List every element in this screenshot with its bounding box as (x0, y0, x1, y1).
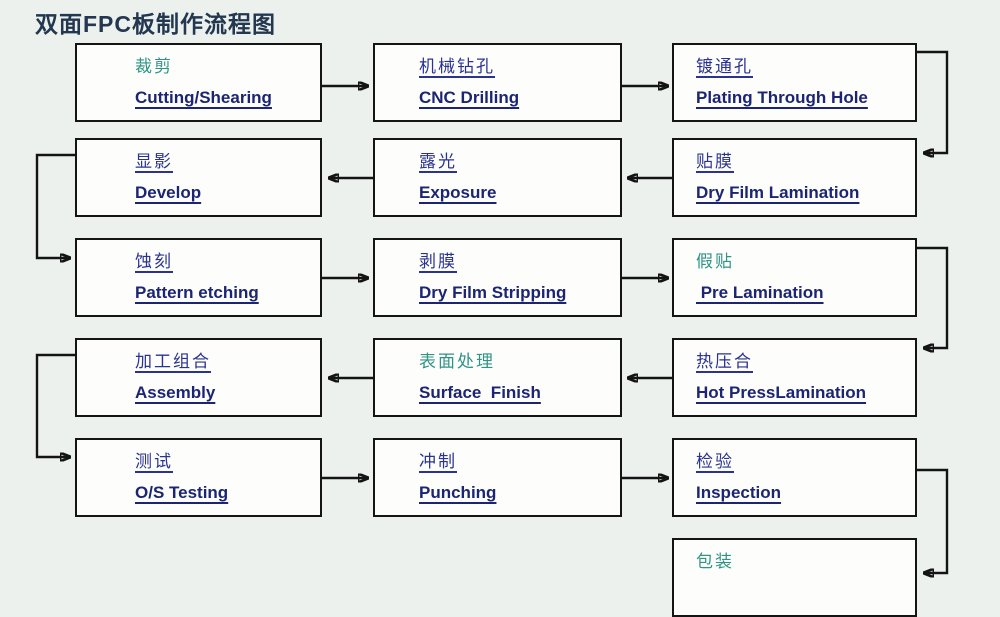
flowchart-canvas: 双面FPC板制作流程图 裁剪 Cutting/Shearing 机械钻孔 CNC… (35, 11, 949, 617)
page-title: 双面FPC板制作流程图 (35, 11, 276, 37)
flow-box-en-label: Surface Finish (419, 383, 541, 402)
flow-box-en-label: Pattern etching (135, 283, 259, 302)
flow-box-cutting: 裁剪 Cutting/Shearing (75, 43, 322, 122)
flow-box-en-label: Assembly (135, 383, 216, 402)
flow-box-en-label: Punching (419, 483, 497, 502)
flow-box-en-label: Inspection (696, 483, 782, 502)
flow-box-en-label: Dry Film Lamination (696, 183, 860, 202)
flow-box-en-label: Plating Through Hole (696, 88, 868, 107)
arrow-assembly-to-os-testing (35, 353, 75, 457)
flow-box-cn-label: 显影 (135, 152, 173, 171)
flow-box-cn-label: 贴膜 (696, 152, 734, 171)
flow-box-cn-label: 加工组合 (135, 352, 211, 371)
flow-box-cn-label: 包装 (696, 552, 734, 571)
flow-box-cn-label: 热压合 (696, 352, 753, 371)
flow-box-en-label: Pre Lamination (696, 283, 824, 302)
flow-box-cn-label: 机械钻孔 (419, 57, 495, 76)
flow-box-punching: 冲制 Punching (373, 438, 622, 517)
flow-box-hot-press-lamination: 热压合 Hot PressLamination (672, 338, 917, 417)
flow-box-cnc-drilling: 机械钻孔 CNC Drilling (373, 43, 622, 122)
flow-box-en-label: O/S Testing (135, 483, 229, 502)
flow-box-pattern-etching: 蚀刻 Pattern etching (75, 238, 322, 317)
flow-box-en-label: Dry Film Stripping (419, 283, 567, 302)
arrow-develop-to-pattern-etching (35, 153, 75, 258)
flow-box-exposure: 露光 Exposure (373, 138, 622, 217)
arrow-inspection-to-packing (917, 468, 949, 573)
flow-box-dry-film-lamination: 贴膜 Dry Film Lamination (672, 138, 917, 217)
flow-box-inspection: 检验 Inspection (672, 438, 917, 517)
flow-box-cn-label: 冲制 (419, 452, 457, 471)
flow-box-packing: 包装 (672, 538, 917, 617)
flow-box-en-label: Develop (135, 183, 202, 202)
flow-box-cn-label: 裁剪 (135, 57, 173, 76)
flow-box-cn-label: 剥膜 (419, 252, 457, 271)
flow-box-dry-film-stripping: 剥膜 Dry Film Stripping (373, 238, 622, 317)
flow-box-assembly: 加工组合 Assembly (75, 338, 322, 417)
flow-box-en-label: Exposure (419, 183, 497, 202)
flow-box-os-testing: 测试 O/S Testing (75, 438, 322, 517)
flow-box-en-label: Cutting/Shearing (135, 88, 272, 107)
flow-box-cn-label: 假贴 (696, 252, 734, 271)
flow-box-cn-label: 露光 (419, 152, 457, 171)
flow-box-cn-label: 检验 (696, 452, 734, 471)
flow-box-cn-label: 蚀刻 (135, 252, 173, 271)
flow-box-plating-through-hole: 镀通孔 Plating Through Hole (672, 43, 917, 122)
flow-box-cn-label: 镀通孔 (696, 57, 753, 76)
flow-box-cn-label: 表面处理 (419, 352, 495, 371)
flow-box-pre-lamination: 假贴 Pre Lamination (672, 238, 917, 317)
flow-box-cn-label: 测试 (135, 452, 173, 471)
flow-box-surface-finish: 表面处理 Surface Finish (373, 338, 622, 417)
arrow-plating-to-dry-film-lamination (917, 50, 949, 153)
flow-box-develop: 显影 Develop (75, 138, 322, 217)
flow-box-en-label: Hot PressLamination (696, 383, 867, 402)
flow-box-en-label: CNC Drilling (419, 88, 520, 107)
arrow-pre-lamination-to-hot-press (917, 246, 949, 348)
